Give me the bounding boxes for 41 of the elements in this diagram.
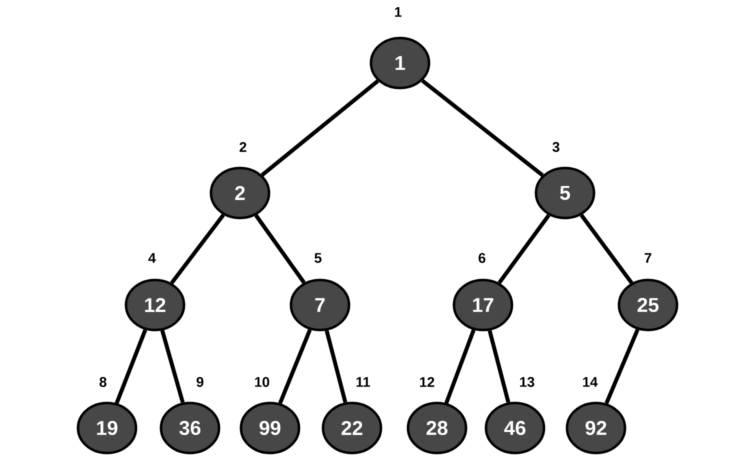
tree-edge xyxy=(421,79,544,177)
index-label: 6 xyxy=(478,253,486,263)
index-label: 2 xyxy=(240,142,246,152)
tree-edge xyxy=(324,330,348,403)
index-label: 13 xyxy=(520,377,534,387)
index-label: 10 xyxy=(255,377,270,387)
tree-node: 99 xyxy=(240,402,300,454)
tree-edge xyxy=(444,329,476,404)
tree-edge xyxy=(254,214,306,284)
tree-node: 12 xyxy=(124,278,186,332)
tree-node: 28 xyxy=(406,402,468,454)
index-label: 14 xyxy=(583,377,598,387)
index-label: 12 xyxy=(420,377,434,387)
tree-node: 7 xyxy=(290,278,350,332)
tree-edge xyxy=(580,214,634,284)
tree-node: 19 xyxy=(76,402,138,454)
tree-node: 5 xyxy=(534,166,596,220)
tree-node: 92 xyxy=(566,402,626,454)
index-label: 3 xyxy=(552,142,560,152)
index-label: 11 xyxy=(356,377,370,387)
tree-edge xyxy=(604,328,640,404)
tree-node: 22 xyxy=(322,402,382,454)
tree-edge xyxy=(170,214,225,284)
index-label: 1 xyxy=(395,7,402,17)
tree-node: 36 xyxy=(160,402,220,454)
tree-edge xyxy=(260,79,380,177)
tree-edge xyxy=(160,330,185,404)
index-label: 9 xyxy=(196,377,204,387)
tree-edge xyxy=(114,329,148,404)
tree-node: 1 xyxy=(370,36,430,90)
tree-edge xyxy=(278,328,312,404)
index-label: 4 xyxy=(148,253,156,263)
tree-edge xyxy=(498,214,550,284)
index-label: 8 xyxy=(100,377,106,387)
tree-node: 17 xyxy=(452,278,514,332)
tree-node: 46 xyxy=(484,402,546,454)
tree-edge xyxy=(488,330,510,403)
index-label: 7 xyxy=(644,253,652,263)
index-label: 5 xyxy=(314,253,322,263)
tree-node: 25 xyxy=(618,278,678,332)
tree-node: 2 xyxy=(210,166,270,220)
